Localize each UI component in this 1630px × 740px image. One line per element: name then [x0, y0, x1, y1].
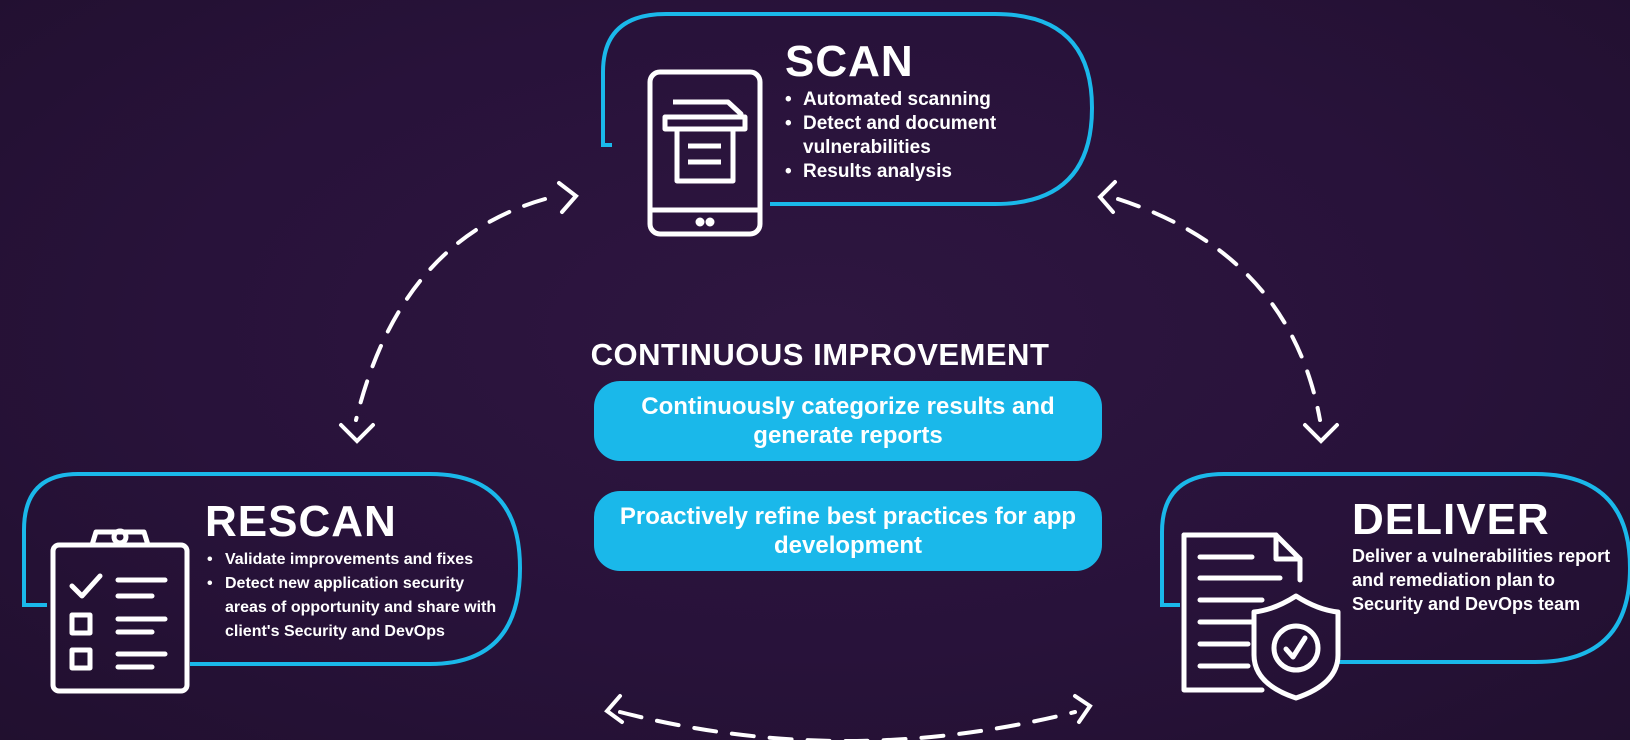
scan-outline [601, 12, 1095, 206]
rescan-bullet: Detect new application security areas of… [207, 572, 497, 644]
document-shield-icon [1181, 532, 1341, 701]
arc-scan-rescan [354, 197, 547, 422]
deliver-title: DELIVER [1352, 495, 1550, 544]
arrowhead-deliver [1303, 423, 1339, 444]
continuous-improvement-title: CONTINUOUS IMPROVEMENT [590, 337, 1050, 372]
improvement-item: Continuously categorize results and gene… [594, 381, 1102, 461]
deliver-description: Deliver a vulnerabilities report and rem… [1352, 546, 1611, 614]
clipboard-checklist-icon [50, 528, 190, 694]
cycle-arrows [339, 180, 1339, 740]
arc-bottom [618, 710, 1077, 740]
tablet-document-icon [647, 69, 763, 237]
arrowhead-bottom-left [604, 694, 624, 724]
scan-bullet: Results analysis [785, 160, 1015, 184]
arrowhead-scan [557, 181, 579, 214]
rescan-bullets: Validate improvements and fixes Detect n… [207, 548, 497, 644]
arrowhead-scan-right [1097, 180, 1117, 214]
scan-title: SCAN [785, 37, 914, 86]
scan-bullets: Automated scanning Detect and document v… [785, 88, 1015, 184]
rescan-title: RESCAN [205, 497, 397, 546]
rescan-bullet: Validate improvements and fixes [207, 548, 497, 572]
arrowhead-bottom-right [1073, 694, 1093, 724]
scan-bullet: Detect and document vulnerabilities [785, 112, 1015, 160]
arc-scan-deliver [1116, 197, 1322, 422]
arrowhead-rescan [339, 423, 375, 444]
rescan-outline [22, 472, 523, 666]
deliver-outline [1160, 472, 1630, 664]
improvement-item: Proactively refine best practices for ap… [594, 491, 1102, 571]
scan-bullet: Automated scanning [785, 88, 1015, 112]
